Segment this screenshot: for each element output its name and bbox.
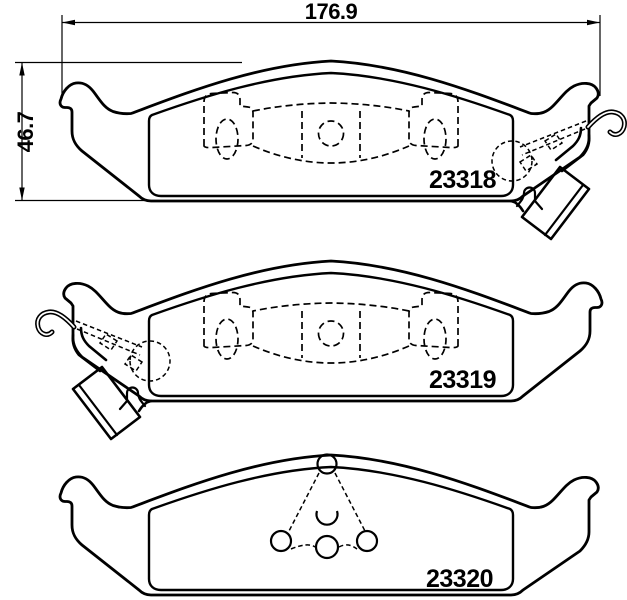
shim-dashed-overlay [203,291,459,364]
arrowhead-right-icon [587,19,600,26]
clip-left-hole [269,529,293,553]
part-number-23319: 23319 [429,366,496,394]
part-number-23320: 23320 [426,565,493,593]
clip-center-hole [315,510,339,526]
height-dimension-label: 46.7 [13,111,38,152]
shim-dashed-overlay [203,91,459,164]
brake-pad-23318-drawing: 23318 [58,59,624,239]
spring-clip [269,453,379,560]
brake-pad-23319-drawing: 23319 [38,259,604,439]
width-dimension-label: 176.9 [305,0,358,24]
arrowhead-down-icon [19,187,25,201]
arrowhead-left-icon [62,19,75,26]
arrowhead-up-icon [19,62,25,76]
clip-right-hole [355,529,379,553]
height-dimension: 46.7 [13,61,242,202]
width-dimension: 176.9 [61,0,601,98]
clip-bottom-hole [314,534,340,560]
part-number-23318: 23318 [429,166,497,194]
brake-pad-23320-drawing: 23320 [58,453,600,597]
clip-apex-hole [316,453,338,475]
